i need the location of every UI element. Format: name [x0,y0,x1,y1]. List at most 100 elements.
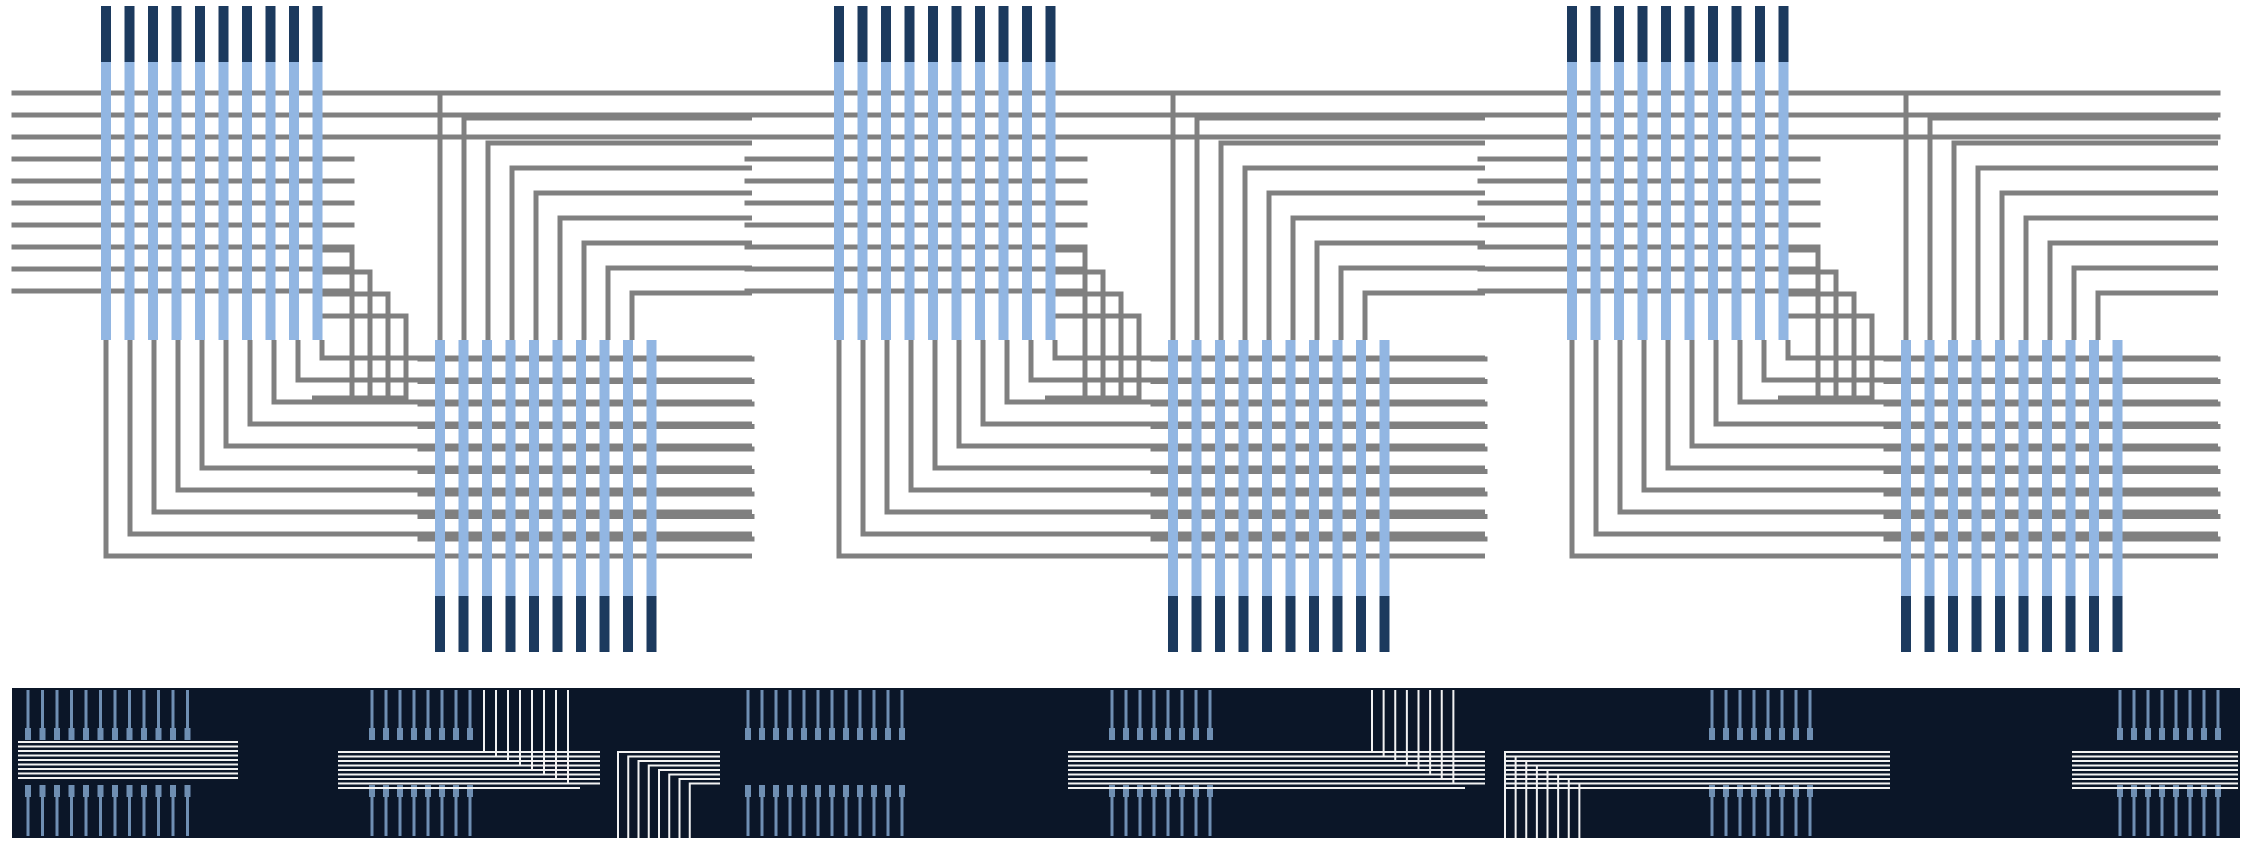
micrograph-line [1452,690,1485,785]
contact-pad [195,6,205,62]
micrograph-pad [1737,728,1743,740]
micrograph-pad [39,728,46,740]
micrograph-line [1382,690,1485,758]
routing-wire [581,240,752,340]
micrograph-pad [184,785,191,797]
micrograph-pad [1765,785,1771,797]
electrode [1661,60,1671,340]
contact-pad [529,596,539,652]
routing-wire [2095,290,2218,340]
electrode [171,60,182,340]
micrograph-pad [857,785,863,797]
micrograph-line [688,782,720,838]
micrograph-pad [885,728,891,740]
micrograph-pad [83,785,89,797]
micrograph-pad [1793,728,1799,740]
contact-pad [646,596,657,652]
micrograph-pad [126,785,133,797]
micrograph-pad [801,728,807,740]
electrode [1356,340,1366,598]
routing-wire [1362,290,1485,340]
micrograph-pad [1723,728,1729,740]
micrograph-line [1504,751,1610,838]
micrograph-pad [170,785,176,797]
micrograph-pad [411,728,417,740]
contact-pad [289,6,299,62]
electrode [1238,340,1249,598]
routing-wire [509,165,752,340]
electrode [2018,340,2029,598]
micrograph-pad [1123,728,1129,740]
micrograph-pad [815,728,821,740]
routing-wire [1593,340,2218,537]
micrograph-line [1535,764,1610,838]
micrograph-line [678,778,720,838]
micrograph-pad [2187,785,2193,797]
contact-pad [435,596,445,652]
contact-pad [576,596,586,652]
micrograph-pad [773,728,779,740]
contact-pad [1924,596,1935,652]
electrode [1285,340,1296,598]
electrode [1191,340,1202,598]
micrograph-pad [141,728,147,740]
micrograph-pad [2131,785,2137,797]
micrograph-line [1557,773,1610,838]
routing-wire [932,340,1485,471]
micrograph-pad [1751,785,1757,797]
micrograph-pad [1193,728,1199,740]
contact-pad [1168,596,1178,652]
micrograph-pad [1165,728,1171,740]
contact-pad [975,6,985,62]
micrograph-line [519,690,600,767]
contact-pad [1755,6,1765,62]
contact-pad [458,596,469,652]
micrograph-pad [759,785,765,797]
micrograph-pad [453,728,459,740]
micrograph-pad [97,728,104,740]
contact-pad [1684,6,1695,62]
micrograph-pad [83,728,89,740]
micrograph-pad [1793,785,1799,797]
contact-pad [1995,596,2005,652]
routing-wire [533,190,752,340]
micrograph-pad [1151,728,1157,740]
micrograph-line [1546,769,1610,838]
contact-pad [1778,6,1789,62]
micrograph-pad [97,785,104,797]
micrograph-pad [2173,785,2179,797]
contact-pad [1901,596,1911,652]
contact-pad [1262,596,1272,652]
micrograph-pad [1207,728,1213,740]
micrograph-pad [787,728,793,740]
micrograph-line [1514,755,1610,838]
electrode [951,60,962,340]
routing-wire [1665,340,2218,471]
contact-pad [312,6,323,62]
micrograph-pad [829,728,835,740]
micrograph-pad [453,785,459,797]
micrograph-pad [68,728,75,740]
routing-wire [1927,115,2218,340]
contact-pad [1045,6,1056,62]
micrograph-pad [467,728,473,740]
contact-pad [1637,6,1648,62]
electrode [529,340,539,598]
contact-pad [124,6,135,62]
electrode [1022,60,1032,340]
crossbar-electrodes [101,60,2123,598]
micrograph-pad [383,785,389,797]
contact-pad [1590,6,1601,62]
electrode [975,60,985,340]
micrograph-pad [2131,728,2137,740]
electrode [1948,340,1958,598]
contact-pads [101,6,2123,652]
contact-pad [1948,596,1958,652]
micrograph-line [1371,690,1485,753]
contact-pad [1661,6,1671,62]
electrode [1778,60,1789,340]
micrograph-line [1429,690,1485,776]
electrode [1379,340,1390,598]
micrograph-line [668,773,720,838]
